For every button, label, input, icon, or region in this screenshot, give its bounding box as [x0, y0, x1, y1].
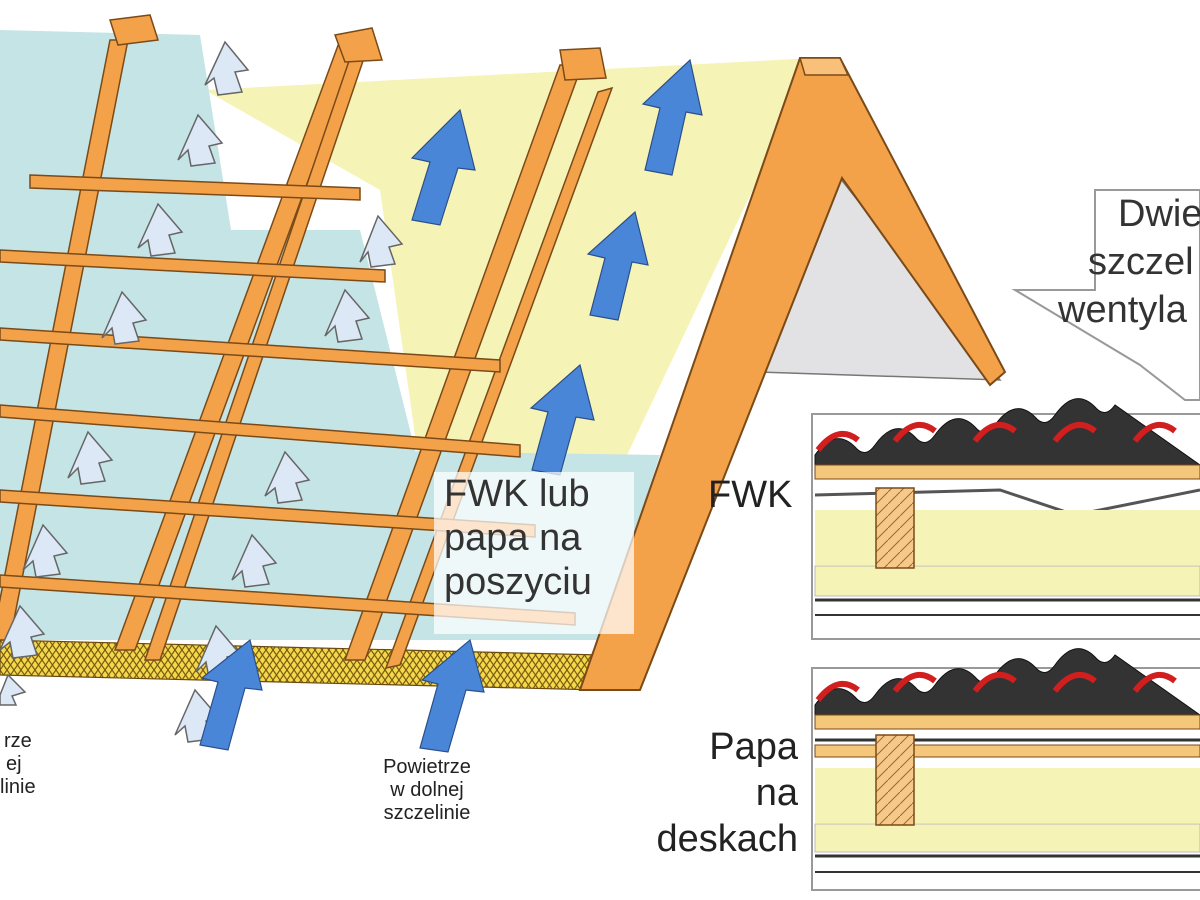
- callout-label: Dwie szczel wentyla: [1058, 190, 1200, 334]
- section-label-papa-line: Papa: [709, 726, 798, 768]
- section-label-fwk: FWK: [708, 474, 793, 516]
- air-label-left: rze ej linie: [0, 730, 36, 799]
- callout-line: Dwie: [1118, 193, 1200, 235]
- fwk-label-line: FWK lub: [444, 473, 590, 515]
- air-label-center-line: szczelinie: [383, 802, 471, 824]
- air-label-left-line: rze: [4, 730, 32, 752]
- fwk-label-line: papa na: [444, 517, 582, 559]
- fwk-label-box: FWK lub papa na poszyciu: [434, 472, 634, 634]
- air-label-left-line: ej: [6, 753, 22, 775]
- callout-arrow: [1011, 189, 1200, 401]
- air-label-center-line: w dolnej: [390, 779, 464, 801]
- battens: [0, 174, 576, 626]
- section-papa-drawing: [811, 648, 1200, 891]
- fwk-label-line: poszyciu: [444, 561, 592, 603]
- section-fwk-drawing: [811, 398, 1200, 640]
- section-label-papa-line: deskach: [656, 818, 798, 860]
- air-arrows-blue: [199, 58, 703, 753]
- callout-line: wentyla: [1058, 289, 1187, 331]
- section-label-papa-line: na: [755, 772, 798, 814]
- air-label-left-line: linie: [0, 776, 36, 798]
- eave-insulation: [0, 639, 601, 691]
- section-label-papa: Papa na deskach: [640, 724, 798, 862]
- air-label-center: Powietrze w dolnej szczelinie: [352, 756, 502, 825]
- air-label-center-line: Powietrze: [383, 756, 471, 778]
- callout-line: szczel: [1088, 241, 1194, 283]
- membrane-strip: [0, 30, 235, 255]
